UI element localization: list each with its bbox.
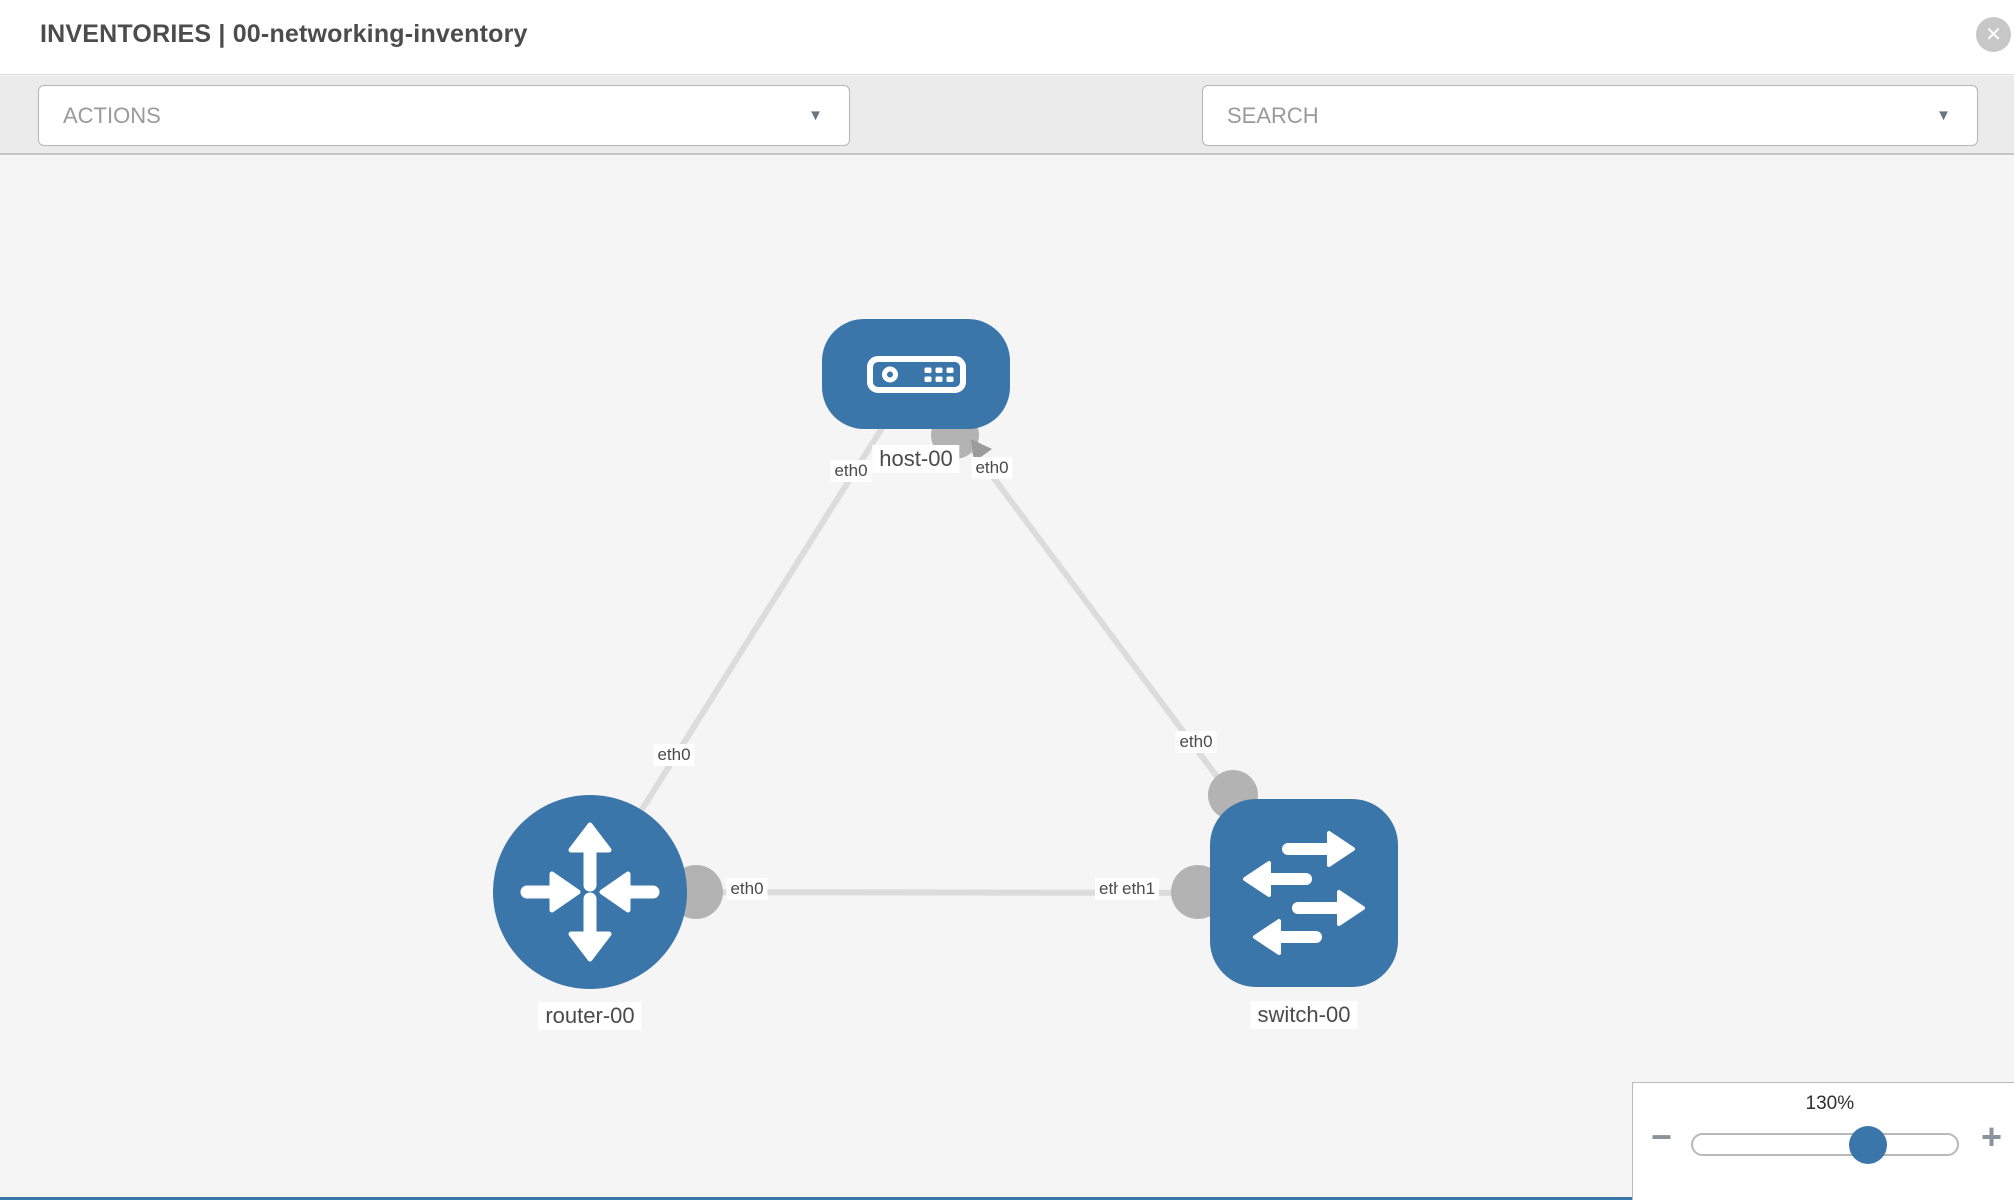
zoom-in-button[interactable]: + bbox=[1980, 1116, 2002, 1157]
toolbar: ACTIONS ▼ SEARCH ▼ bbox=[0, 76, 2014, 211]
page-header: INVENTORIES | 00-networking-inventory ✕ bbox=[0, 0, 2014, 75]
zoom-slider-knob[interactable] bbox=[1849, 1126, 1887, 1164]
node-label-router: router-00 bbox=[538, 1002, 642, 1030]
chevron-down-icon: ▼ bbox=[808, 107, 823, 124]
node-host-00[interactable] bbox=[822, 319, 1010, 429]
interface-label-host-right: eth0 bbox=[971, 457, 1013, 479]
actions-dropdown-label: ACTIONS bbox=[63, 102, 161, 128]
interface-label-rs-switch-front: eth1 bbox=[1118, 878, 1160, 900]
interface-label-host-switch: eth0 bbox=[1175, 731, 1217, 753]
close-glyph: ✕ bbox=[1985, 23, 2002, 46]
zoom-out-button[interactable]: − bbox=[1651, 1116, 1673, 1157]
link-arrowhead bbox=[971, 439, 992, 462]
interface-label-rs-router-end: eth0 bbox=[726, 878, 768, 900]
node-switch-00[interactable] bbox=[1210, 799, 1398, 987]
node-label-host: host-00 bbox=[872, 445, 960, 473]
zoom-panel: 130% − + bbox=[1632, 1082, 2014, 1200]
chevron-down-icon: ▼ bbox=[1936, 107, 1951, 124]
zoom-slider-track[interactable] bbox=[1691, 1126, 1959, 1164]
interface-label-host-router: eth0 bbox=[653, 744, 695, 766]
node-label-switch: switch-00 bbox=[1250, 1001, 1358, 1029]
switch-icon bbox=[1243, 831, 1365, 955]
close-icon[interactable]: ✕ bbox=[1976, 17, 2011, 52]
node-router-00[interactable] bbox=[493, 795, 687, 989]
interface-label-host-left: eth0 bbox=[830, 460, 872, 482]
host-icon bbox=[867, 356, 966, 393]
search-dropdown[interactable]: SEARCH ▼ bbox=[1202, 85, 1978, 146]
search-placeholder: SEARCH bbox=[1227, 102, 1319, 128]
topology-canvas[interactable]: host-00 router-00 switch-00 eth0 eth0 et… bbox=[0, 157, 2014, 1200]
router-icon bbox=[520, 822, 660, 962]
page-title: INVENTORIES | 00-networking-inventory bbox=[40, 20, 528, 48]
footer-strip bbox=[0, 1197, 1632, 1200]
actions-dropdown[interactable]: ACTIONS ▼ bbox=[38, 85, 850, 146]
zoom-level: 130% bbox=[1805, 1093, 1855, 1114]
